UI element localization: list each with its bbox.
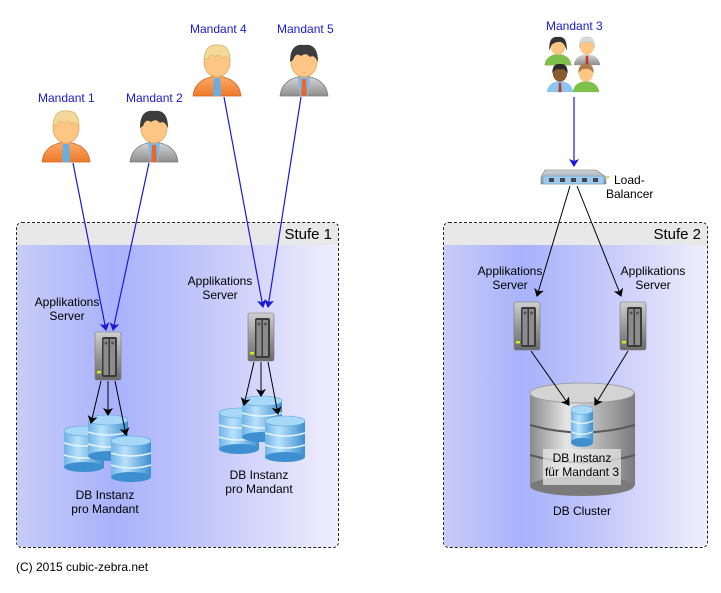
db-group-label-line1: DB Instanz xyxy=(229,468,289,482)
client-label-mandant-3: Mandant 3 xyxy=(546,19,603,33)
internal-connectors xyxy=(87,185,629,436)
db-cluster-inner-line2: für Mandant 3 xyxy=(544,465,620,479)
app-server-label-line2: Server xyxy=(49,309,85,323)
load-balancer-label: Load- Balancer xyxy=(606,173,653,201)
db-instance-stack-1 xyxy=(63,414,152,483)
client-icon-mandant-1 xyxy=(41,110,91,163)
client-label-mandant-5: Mandant 5 xyxy=(277,22,334,36)
app-server-icon-4 xyxy=(619,301,647,351)
app-server-label-2: Applikations Server xyxy=(185,274,255,302)
db-cluster-icon xyxy=(529,382,636,496)
app-server-label-1: Applikations Server xyxy=(32,295,102,323)
connector-mandant-1 xyxy=(72,162,110,331)
db-cluster-inner-label: DB Instanz für Mandant 3 xyxy=(540,451,624,479)
app-server-icon-2 xyxy=(247,312,275,362)
app-server-label-3: Applikations Server xyxy=(475,264,545,292)
client-icon-mandant-5 xyxy=(279,44,329,97)
app-server-label-line2: Server xyxy=(202,288,238,302)
tier-header xyxy=(444,223,707,245)
load-balancer-icon xyxy=(540,169,609,185)
app-server-label-4: Applikations Server xyxy=(618,264,688,292)
tier-title: Stufe 1 xyxy=(284,226,332,243)
connector-mandant-2 xyxy=(109,162,150,331)
app-server-icon-3 xyxy=(513,301,541,351)
app-server-label-line1: Applikations xyxy=(34,295,100,309)
connector-mandant-5 xyxy=(264,96,302,308)
tier-header xyxy=(17,223,338,245)
user-group-icon xyxy=(544,36,601,93)
app-server-label-line2: Server xyxy=(635,278,671,292)
client-label-mandant-2: Mandant 2 xyxy=(126,91,183,105)
db-instance-stack-2 xyxy=(218,395,306,463)
db-group-label-2: DB Instanz pro Mandant xyxy=(219,468,299,496)
app-server-label-line2: Server xyxy=(492,278,528,292)
client-icon-mandant-4 xyxy=(192,44,242,97)
client-label-mandant-1: Mandant 1 xyxy=(38,91,95,105)
db-group-label-line2: pro Mandant xyxy=(225,482,293,496)
tier-stufe-1: Stufe 1 xyxy=(16,222,339,548)
db-cluster-inner-line1: DB Instanz xyxy=(552,451,612,465)
db-group-label-line1: DB Instanz xyxy=(75,488,135,502)
copyright-footer: (C) 2015 cubic-zebra.net xyxy=(16,560,149,574)
tier-body xyxy=(17,245,338,547)
app-server-label-line1: Applikations xyxy=(477,264,543,278)
db-group-label-1: DB Instanz pro Mandant xyxy=(65,488,145,516)
load-balancer-label-line1: Load- xyxy=(614,173,645,187)
tier-title: Stufe 2 xyxy=(653,226,701,243)
load-balancer-label-line2: Balancer xyxy=(606,187,654,201)
client-icon-mandant-2 xyxy=(129,110,179,163)
client-label-mandant-4: Mandant 4 xyxy=(190,22,247,36)
db-cluster-label: DB Cluster xyxy=(552,504,611,518)
connector-mandant-4 xyxy=(223,96,267,308)
app-server-icon-1 xyxy=(94,331,122,381)
db-group-label-line2: pro Mandant xyxy=(71,502,139,516)
app-server-label-line1: Applikations xyxy=(620,264,686,278)
app-server-label-line1: Applikations xyxy=(187,274,253,288)
